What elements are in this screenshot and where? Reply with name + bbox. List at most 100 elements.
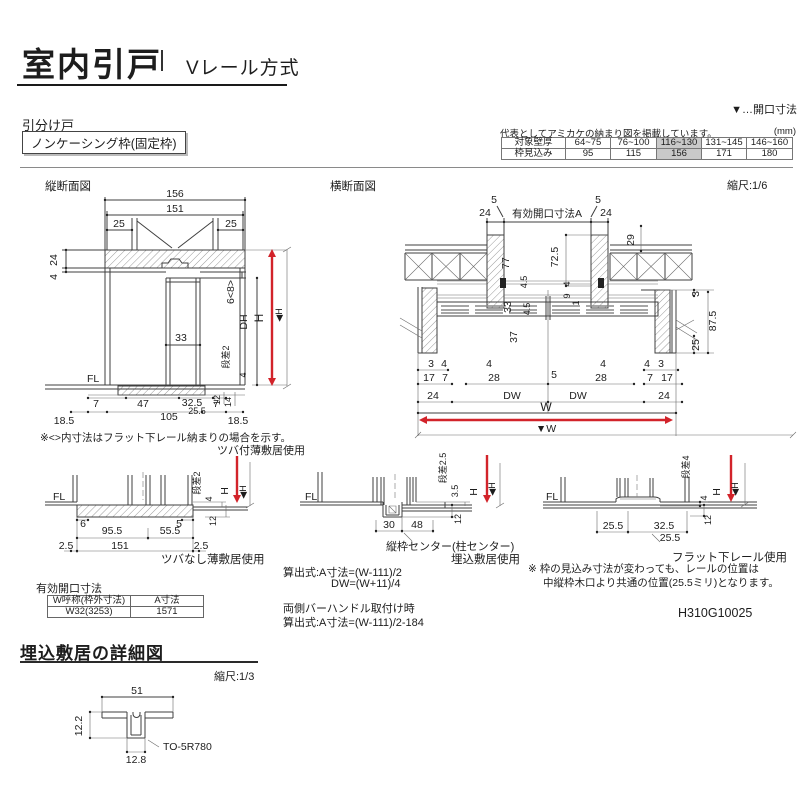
table-cell: 1571 [130,606,204,618]
table-cell-highlighted: 156 [656,148,702,160]
sill-embedded-drawing: FL 段差2.5 3.5 12 H ◀H 30 48 [300,453,505,542]
dim-label: 25 [690,339,702,351]
dim-label: 4 [600,358,606,370]
dim-label: 25.5 [660,532,681,544]
scale-label: 縮尺:1/6 [727,180,768,192]
sill-flange-arrow-label: ツバ付薄敷居使用 [217,445,305,457]
dim-label: 151 [166,203,184,215]
header-rule [17,84,287,86]
table-cell: 146~160 [746,137,793,149]
sill-right-caption: フラット下レール使用 [672,552,787,564]
cross-section-drawing: 5 24 有効開口寸法A 5 24 29 77 72.5 4.5 4.5 4 9… [399,194,797,439]
dim-label: 3 [690,291,702,297]
dim-label: 47 [137,398,149,410]
dim-label: 25.5 [188,406,206,416]
dim-label: 32.5 [654,520,675,532]
effective-opening-label: 有効開口寸法A [512,207,582,220]
page-title: 室内引戸 [22,46,162,83]
section-divider-rule [20,167,793,168]
floor-level-label: FL [87,373,99,385]
door-width-label: DW [569,390,587,402]
table-row: 枠見込み 95 115 156 171 180 [501,148,793,160]
step-label: 段差2.5 [437,453,448,484]
rail-position-note-line1: ※ 枠の見込み寸法が変わっても、レールの位置は [528,563,759,575]
table-header-cell: W呼称(枠外寸法) [47,595,131,607]
dim-label: 7 [442,372,448,384]
dim-label: 6<8> [225,280,237,304]
opening-height-marker: ◀H [274,308,284,321]
dim-label: 24 [427,390,439,402]
frame-type-badge: ノンケーシング枠(固定枠) [22,131,186,154]
table-cell: 131~145 [701,137,747,149]
table-row: W呼称(枠外寸法) A寸法 [47,595,204,607]
dimension-dots [69,518,201,553]
part-number-label: TO-5R780 [163,741,212,753]
dimension-dots [595,500,706,534]
dim-label: 28 [595,372,607,384]
table-cell: 115 [610,148,657,160]
opening-width-marker: ▼W [536,423,556,435]
dim-label: 24 [479,207,491,219]
rail-position-note-line2: 中縦枠木口より共通の位置(25.5ミリ)となります。 [543,577,779,589]
step-label: 段差2 [220,345,231,368]
vertical-section-note: ※<>内寸法はフラット下レール納まりの場合を示す。 [40,432,292,444]
table-cell: 171 [701,148,747,160]
table-header-cell: 対象壁厚 [501,137,566,149]
dimension-dots [416,220,710,415]
dim-label: 32.5 [182,397,203,409]
dim-label: 9 [562,293,572,298]
dim-label: 4 [562,281,572,286]
sill-thin-no-flange-drawing: FL 段差2 4 12 H ◀H 6 5 95.5 55.5 2.5 151 2… [45,456,255,553]
dim-label: 28 [488,372,500,384]
dim-label: 25 [113,218,125,230]
dim-label: 2.5 [194,540,209,552]
table-cell: 76~100 [610,137,657,149]
wall-table-note: 代表としてアミカケの納まり図を掲載しています。 [500,129,717,140]
dim-label: 7 [93,398,99,410]
dim-label: 51 [131,685,143,697]
dim-label: 37 [508,331,520,343]
dim-label: 18.5 [228,415,249,427]
table-header-cell: 枠見込み [501,148,566,160]
dim-label: 5 [491,194,497,206]
document-number: H310G10025 [678,606,753,620]
dim-label: 4 [699,495,709,500]
dim-label: 4.5 [519,276,529,289]
dimension-dots [64,198,259,414]
dim-label: 14 [223,397,233,407]
dim-label: 4 [238,372,248,377]
dim-label: 4 [644,358,650,370]
unit-label: (mm) [773,126,796,137]
dim-label: 151 [111,540,129,552]
dim-label: 105 [160,411,178,423]
dim-label: 7 [647,372,653,384]
dim-label: 33 [175,332,187,344]
dim-label: 25.5 [603,520,624,532]
opening-height-marker: ◀H [487,482,497,495]
formula-line-2: DW=(W+11)/4 [331,578,401,590]
dim-label: 12 [208,516,218,526]
dim-label: 7 [213,398,219,410]
dim-label: 29 [625,234,637,246]
detail-scale-label: 縮尺:1/3 [214,671,255,683]
dim-label: 4 [486,358,492,370]
dim-label: 24 [600,207,612,219]
dim-label: 2.5 [59,540,74,552]
frame-height-label: H [711,488,723,496]
dim-label: 5 [595,194,601,206]
door-width-label: DW [503,390,521,402]
formula-line-3: 両側バーハンドル取付け時 [283,603,415,615]
dim-label: 12 [703,515,713,525]
dim-label: 77 [500,257,512,269]
frame-height-label: H [219,487,231,495]
dim-label: 24 [48,254,60,266]
dim-label: 3.5 [450,485,460,498]
dim-label: 24 [658,390,670,402]
sill-flat-rail-drawing: FL 段差4 4 12 H ◀H 25.5 32.5 25.5 [543,455,757,544]
page-subtitle: Vレール方式 [186,58,300,79]
dim-label: 12 [212,395,222,405]
dim-label: 25 [225,218,237,230]
frame-width-label: W [540,400,552,414]
dim-label: 12.8 [126,754,147,766]
